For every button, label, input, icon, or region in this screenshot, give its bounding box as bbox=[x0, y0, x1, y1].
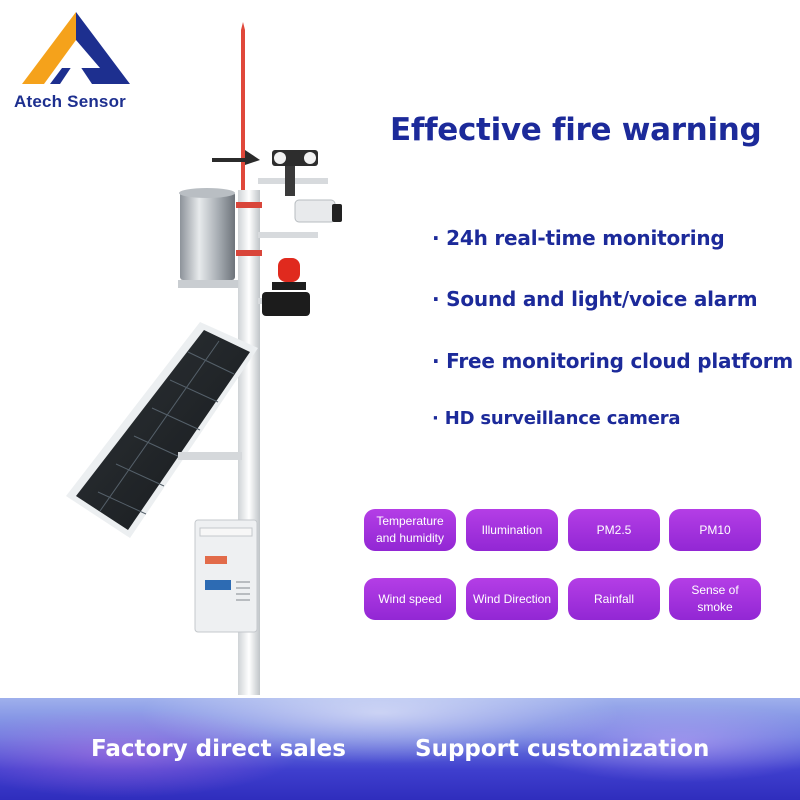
tag-wind-speed: Wind speed bbox=[364, 578, 456, 620]
banner-support-customization: Support customization bbox=[415, 736, 710, 762]
bottom-banner bbox=[0, 698, 800, 800]
speaker bbox=[262, 292, 310, 316]
brand-name: Atech Sensor bbox=[14, 92, 126, 111]
tag-temperature-humidity: Temperature and humidity bbox=[364, 509, 456, 551]
banner-factory-direct-sales: Factory direct sales bbox=[91, 736, 346, 762]
triangle-a-logo-icon bbox=[22, 12, 130, 84]
tag-sense-of-smoke: Sense of smoke bbox=[669, 578, 761, 620]
alarm-light bbox=[278, 258, 300, 282]
tag-illumination: Illumination bbox=[466, 509, 558, 551]
rain-gauge bbox=[180, 192, 235, 280]
feature-item: · Free monitoring cloud platform bbox=[432, 349, 794, 373]
lightning-rod bbox=[241, 30, 245, 220]
tag-rainfall: Rainfall bbox=[568, 578, 660, 620]
tag-pm10: PM10 bbox=[669, 509, 761, 551]
control-box bbox=[194, 519, 258, 633]
brand-logo: Atech Sensor bbox=[14, 10, 136, 111]
tag-wind-direction: Wind Direction bbox=[466, 578, 558, 620]
feature-item: · 24h real-time monitoring bbox=[432, 226, 725, 250]
feature-item: · Sound and light/voice alarm bbox=[432, 287, 758, 311]
headline: Effective fire warning bbox=[390, 112, 762, 148]
feature-item: · HD surveillance camera bbox=[432, 408, 681, 429]
tag-pm25: PM2.5 bbox=[568, 509, 660, 551]
camera bbox=[294, 199, 336, 223]
